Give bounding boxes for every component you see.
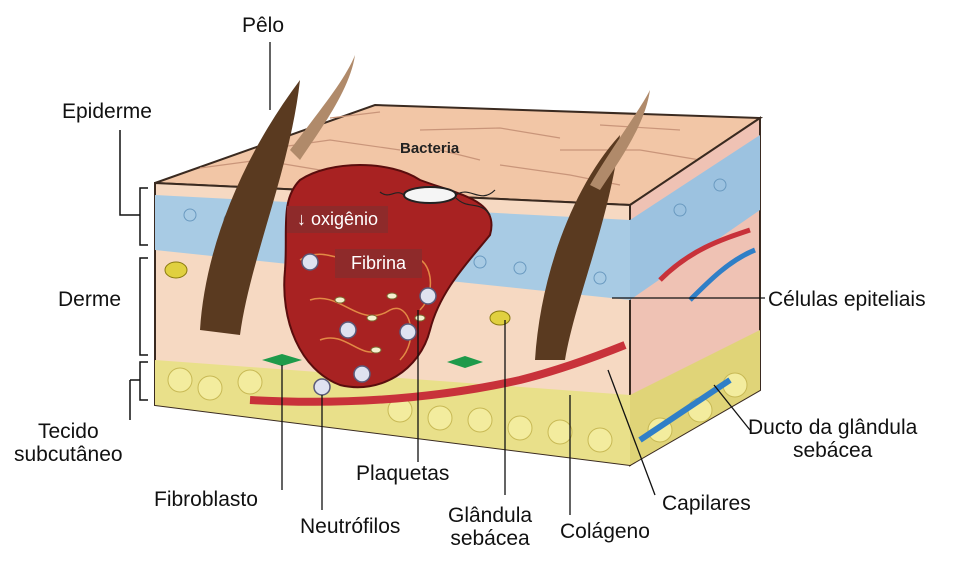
bacteria bbox=[404, 187, 456, 203]
label-ducto-glandula-sebacea: Ducto da glândula sebácea bbox=[748, 416, 917, 462]
label-neutrofilos: Neutrófilos bbox=[300, 515, 400, 538]
label-fibroblasto: Fibroblasto bbox=[154, 488, 258, 511]
label-pelo: Pêlo bbox=[242, 14, 284, 37]
label-derme: Derme bbox=[58, 288, 121, 311]
label-capilares: Capilares bbox=[662, 492, 751, 515]
sebaceous-gland-right bbox=[490, 311, 510, 325]
label-plaquetas: Plaquetas bbox=[356, 462, 449, 485]
sebaceous-gland-left bbox=[165, 262, 187, 278]
label-oxigenio: ↓ oxigênio bbox=[287, 206, 388, 233]
label-colageno: Colágeno bbox=[560, 520, 650, 543]
label-fibrina: Fibrina bbox=[335, 249, 422, 278]
label-glandula-sebacea: Glândula sebácea bbox=[448, 504, 532, 550]
label-tecido-subcutaneo: Tecido subcutâneo bbox=[14, 420, 123, 466]
label-celulas-epiteliais: Células epiteliais bbox=[768, 288, 926, 311]
label-epiderme: Epiderme bbox=[62, 100, 152, 123]
label-bacteria: Bacteria bbox=[400, 140, 459, 157]
layer-brackets bbox=[120, 130, 148, 420]
